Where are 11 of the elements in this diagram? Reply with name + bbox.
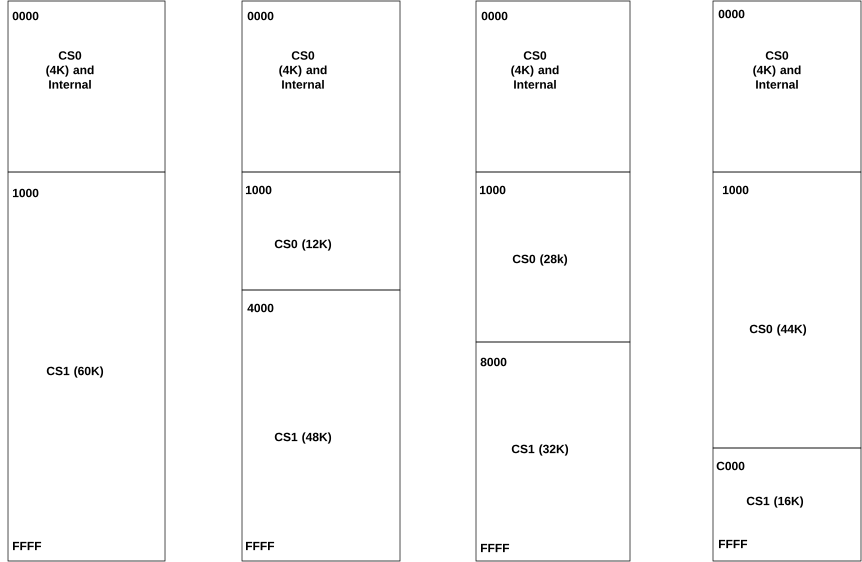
memory-region-box: 8000 CS1 (32K) FFFF xyxy=(476,342,630,562)
memory-region-box: 1000 CS0 (44K) xyxy=(712,172,862,448)
memory-region-box: 0000 CS0 (4K) and Internal xyxy=(476,0,630,172)
memory-region-box: 0000 CS0 (4K) and Internal xyxy=(242,0,400,172)
memory-region-box: 1000 CS0 (12K) xyxy=(242,172,400,290)
memory-region-box: 0000 CS0 (4K) and Internal xyxy=(8,0,166,172)
memory-region-box: 4000 CS1 (48K) FFFF xyxy=(242,290,400,562)
memory-region-box: 0000 CS0 (4K) and Internal xyxy=(712,0,862,172)
memory-region-box: C000 CS1 (16K) FFFF xyxy=(712,448,862,562)
memory-region-box: 1000 CS0 (28k) xyxy=(476,172,630,342)
memory-region-box: 1000 CS1 (60K) FFFF xyxy=(8,172,166,562)
